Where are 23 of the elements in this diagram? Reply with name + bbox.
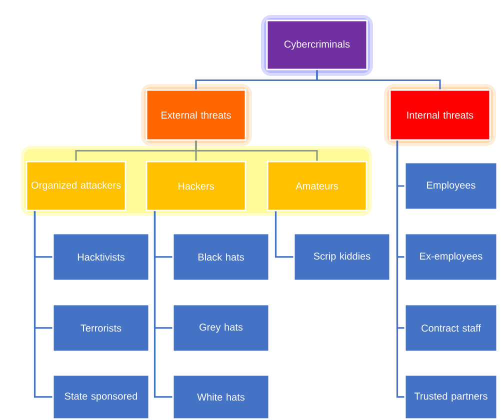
category-box: External threats	[146, 89, 246, 141]
item-box: Trusted partners	[404, 374, 498, 420]
category-box: Hackers	[146, 160, 246, 212]
item-box: Hacktivists	[52, 232, 150, 282]
connector-line	[154, 211, 172, 398]
connector-line	[195, 140, 318, 161]
item-box: Employees	[404, 162, 498, 210]
item-box: Scrip kiddies	[293, 232, 391, 282]
category-box: Amateurs	[266, 160, 368, 212]
connector-line	[396, 140, 404, 398]
item-box: Terrorists	[52, 304, 150, 352]
item-box: White hats	[172, 374, 270, 420]
item-box: State sponsored	[52, 374, 150, 420]
category-box: Organized attackers	[26, 160, 126, 212]
connector-line	[274, 211, 294, 258]
item-box: Ex-employees	[404, 232, 498, 282]
connector-line	[34, 211, 52, 398]
item-box: Contract staff	[404, 304, 498, 352]
category-box: Cybercriminals	[266, 20, 368, 70]
connector-line	[316, 70, 441, 90]
item-box: Grey hats	[172, 304, 270, 352]
category-box: Internal threats	[389, 89, 491, 141]
item-box: Black hats	[172, 232, 270, 282]
